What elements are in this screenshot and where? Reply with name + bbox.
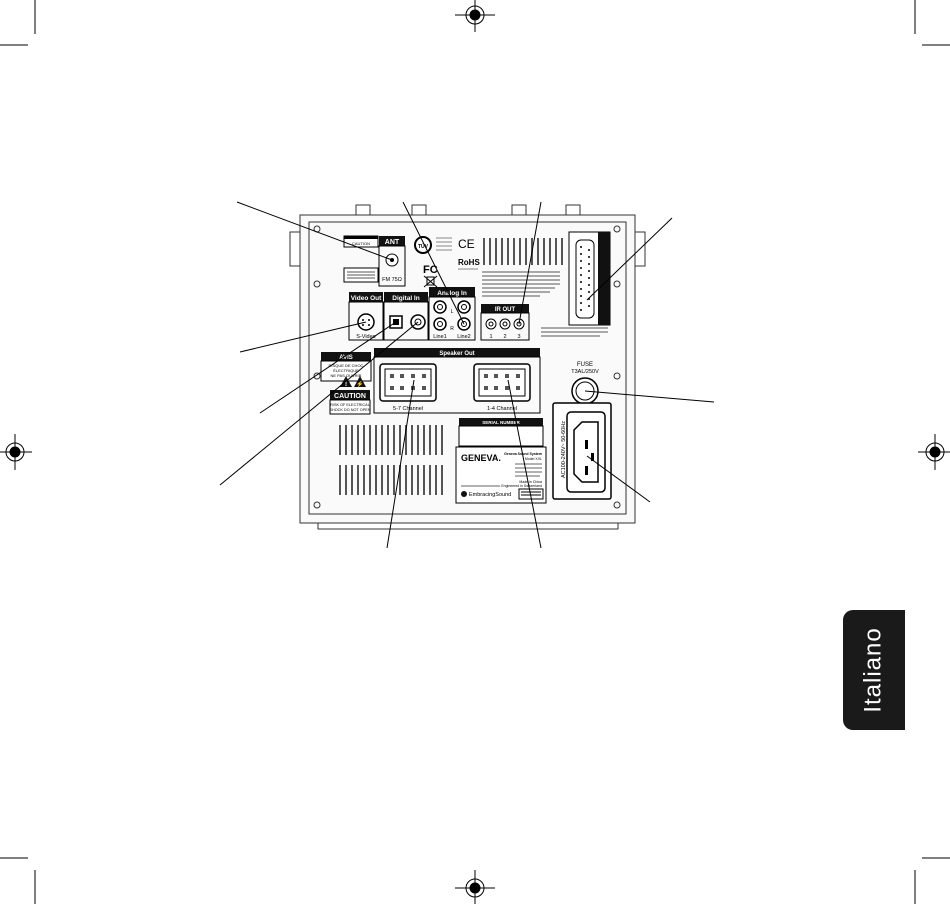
fuse-section: FUSE T3AL/250V (571, 362, 599, 405)
callout-ir-out (518, 201, 542, 325)
svg-text:TÜV: TÜV (418, 243, 429, 250)
video-out-heading: Video Out (351, 295, 382, 302)
speaker-out-heading: Speaker Out (439, 351, 474, 357)
callout-db25 (586, 217, 673, 301)
weee-bin-icon (423, 275, 438, 288)
warning-label-fr: AVIS RISQUE DE CHOC ÉLECTRIQUE NE PAS OU… (320, 352, 372, 382)
antenna-sub: FM 75Ω (382, 277, 402, 283)
speaker-1-4-label: 1-4 Channel (487, 406, 517, 412)
callout-antenna (236, 201, 393, 261)
db25-connector[interactable] (575, 239, 595, 319)
language-tab: Italiano (843, 610, 905, 730)
brand-name: GENEVA. (461, 453, 501, 463)
digital-in-heading: Digital In (392, 295, 419, 302)
brand-designed: Engineered in Switzerland (501, 484, 542, 488)
antenna-heading: ANT (385, 239, 400, 246)
ir-out-3-label: 3 (517, 334, 520, 340)
speaker-5-7-connector[interactable] (379, 363, 437, 402)
callout-analog-in (402, 201, 465, 325)
registration-mark-bottom (455, 870, 495, 904)
brand-made: Made in China (519, 480, 542, 484)
callout-speaker-1-4 (507, 379, 542, 549)
regulatory-text-block (482, 271, 560, 297)
warning-en-line-2: SHOCK DO NOT OPEN (329, 408, 370, 412)
callout-s-video (239, 321, 367, 353)
warning-label-en: CAUTION RISK OF ELECTRICAL SHOCK DO NOT … (329, 390, 371, 415)
registration-mark-left (0, 434, 32, 470)
fuse-heading: FUSE (577, 362, 593, 368)
speaker-1-4-connector[interactable] (473, 363, 531, 402)
callout-power-inlet (586, 455, 651, 503)
certification-marks: TÜV FC CE RoHS (414, 236, 480, 288)
warning-en-line-1: RISK OF ELECTRICAL (330, 403, 370, 407)
analog-in-section: Analog In L R Line1 Line2 (428, 287, 476, 341)
fcc-mark: FC (423, 264, 438, 276)
iec-power-inlet[interactable] (573, 421, 599, 483)
callout-optical (259, 321, 397, 414)
callout-coaxial (219, 321, 419, 486)
exclamation-icon: ! (345, 381, 347, 388)
callout-leader-lines (219, 201, 715, 549)
analog-in-line2-label: Line2 (457, 334, 470, 340)
video-out-sub: S-Video (356, 334, 375, 340)
analog-in-line1-label: Line1 (433, 334, 446, 340)
db25-port-section (541, 231, 611, 337)
warning-fr-line-3: NE PAS OUVRIR (330, 373, 361, 378)
rohs-mark: RoHS (458, 258, 480, 267)
ir-out-2-label: 2 (503, 334, 506, 340)
ce-mark: CE (458, 237, 475, 251)
speaker-5-7-label: 5-7 Channel (393, 406, 423, 412)
serial-number-label: SERIAL NUMBER (458, 418, 544, 447)
ir-out-heading: IR OUT (495, 307, 516, 313)
registration-mark-right (918, 434, 950, 470)
analog-in-r-label: R (450, 326, 454, 332)
analog-in-heading: Analog In (437, 290, 467, 297)
embracing-sound-logo-icon (461, 491, 467, 497)
antenna-caution-tag: CAUTION (352, 241, 370, 246)
vent-slots (339, 238, 563, 495)
callout-fuse (584, 390, 715, 403)
analog-in-l-label: L (451, 309, 454, 315)
warning-en-heading: CAUTION (334, 393, 366, 400)
brand-label: GENEVA. Geneva Sound System Model XXL Ma… (455, 446, 547, 504)
warning-fr-line-1: RISQUE DE CHOC (329, 363, 364, 368)
video-out-section: Video Out S-Video (348, 292, 384, 341)
ir-out-1-label: 1 (489, 334, 492, 340)
registration-mark-top (455, 0, 495, 32)
serial-number-heading: SERIAL NUMBER (482, 420, 520, 425)
power-section: AC100-240V~ 50-60Hz (552, 402, 612, 500)
power-rating: AC100-240V~ 50-60Hz (561, 421, 567, 478)
speaker-out-section: Speaker Out 5-7 Channel 1-4 Channel (373, 348, 541, 414)
language-tab-label: Italiano (860, 627, 888, 713)
embracing-sound-text: EmbracingSound (469, 492, 511, 498)
callout-speaker-5-7 (386, 379, 415, 549)
brand-model: Model XXL (525, 457, 542, 461)
warning-fr-heading: AVIS (339, 355, 353, 361)
warning-fr-line-2: ÉLECTRIQUE (333, 368, 359, 373)
lightning-icon: ⚡ (356, 380, 363, 388)
fuse-rating: T3AL/250V (571, 369, 599, 375)
